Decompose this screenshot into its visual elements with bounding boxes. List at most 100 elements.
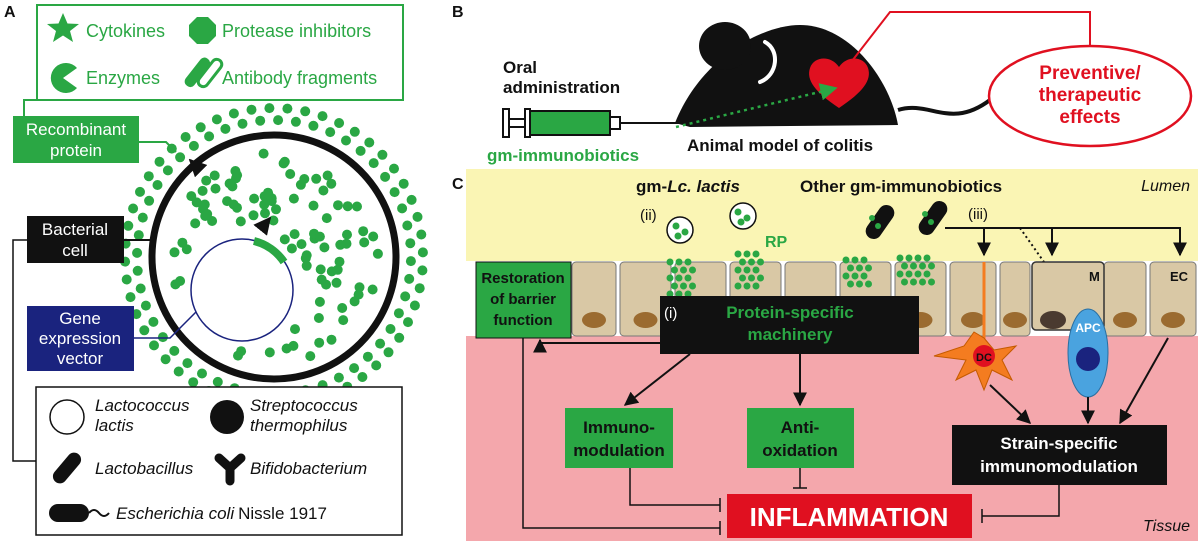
- protein-dot: [233, 350, 243, 361]
- streptococcus-line-1: Streptococcus: [250, 396, 358, 415]
- protein-dot: [149, 340, 159, 351]
- effects-line-3: effects: [1059, 107, 1120, 128]
- protein-dot: [195, 122, 206, 133]
- panel-b: B Oral administration gm-immunobiotics A…: [452, 4, 1193, 165]
- protein-dot: [325, 127, 336, 138]
- apc-label: APC: [1075, 321, 1101, 335]
- immuno-line-1: Immuno-: [583, 418, 655, 437]
- rp-dot: [842, 256, 850, 264]
- effects-connector: [844, 11, 1091, 71]
- gene-vector-box: [27, 306, 134, 371]
- protein-dot: [246, 104, 257, 115]
- rp-dot: [865, 264, 872, 272]
- protein-dot: [290, 116, 301, 127]
- protein-dot: [372, 248, 383, 259]
- rp-dot: [905, 270, 913, 278]
- protein-dot: [368, 231, 379, 242]
- rp-dot: [928, 278, 935, 286]
- protein-dot: [417, 247, 428, 258]
- protein-dot: [132, 265, 143, 276]
- rp-dot: [675, 290, 683, 298]
- rp-dot: [743, 214, 751, 222]
- protein-dot: [359, 237, 370, 248]
- gm-lc-prefix: gm-: [636, 177, 667, 196]
- epithelial-nucleus: [582, 312, 606, 328]
- rp-dot: [851, 256, 859, 264]
- protein-dot: [394, 332, 405, 343]
- protein-dot: [314, 231, 325, 242]
- protein-dot: [288, 340, 299, 351]
- panel-c: C Lumen Tissue gm-Lc. lactis (ii) RP Oth…: [452, 169, 1198, 541]
- protein-dot: [398, 178, 409, 189]
- anti-line-1: Anti-: [781, 418, 820, 437]
- rp-dot: [689, 266, 696, 274]
- apc-nucleus: [1076, 347, 1100, 371]
- protein-dot: [263, 188, 274, 199]
- streptococcus-icon: [210, 400, 244, 434]
- product-box: [36, 4, 404, 101]
- protein-dot: [128, 203, 139, 214]
- protein-dot: [162, 165, 173, 176]
- protein-dot: [301, 260, 312, 271]
- gm-lc-species: Lc. lactis: [667, 177, 740, 196]
- protein-dot: [404, 273, 415, 284]
- protein-dot: [414, 283, 425, 294]
- protein-dot: [207, 216, 218, 226]
- rp-label: RP: [765, 234, 788, 251]
- protein-dot: [121, 274, 132, 285]
- cytokine-star-icon: [47, 13, 79, 42]
- protein-dot: [123, 220, 134, 231]
- protein-dot: [299, 174, 310, 184]
- protein-dot: [326, 178, 337, 189]
- tissue-label: Tissue: [1143, 518, 1190, 535]
- protein-dot: [237, 118, 248, 129]
- recombinant-line-1: Recombinant: [26, 120, 126, 139]
- syringe-icon: [502, 108, 680, 138]
- protein-dot: [296, 239, 307, 250]
- oral-line-2: administration: [503, 78, 620, 97]
- rp-dot: [734, 250, 742, 258]
- protein-dot: [380, 171, 391, 182]
- immunomodulation-box: [565, 408, 673, 468]
- rp-dot: [842, 272, 850, 280]
- rp-dot: [680, 282, 687, 290]
- secretion-arrow-outer: [188, 158, 208, 178]
- protein-dot: [259, 199, 270, 210]
- protein-dot: [144, 195, 155, 206]
- protein-dot: [352, 201, 362, 212]
- protein-dot: [282, 103, 293, 114]
- protein-dot: [357, 372, 368, 382]
- protein-dot: [333, 200, 343, 211]
- rp-dot: [684, 258, 692, 266]
- gene-vector-line-3: vector: [57, 349, 104, 368]
- strain-specific-box: [952, 425, 1167, 485]
- bacterial-cell-line-2: cell: [62, 241, 88, 260]
- lc-lactis-cell-2: [729, 202, 757, 230]
- rp-dot: [671, 266, 678, 274]
- product-enzymes: Enzymes: [86, 68, 160, 88]
- rp-dot: [752, 250, 760, 258]
- rp-dot: [896, 254, 904, 262]
- rp-dot: [666, 274, 674, 282]
- rp-dot: [905, 254, 913, 262]
- rp-dot: [666, 290, 674, 298]
- protein-dot: [371, 360, 382, 371]
- gm-lc-lactis-label: gm-Lc. lactis: [636, 177, 740, 196]
- streptococcus-line-2: thermophilus: [250, 416, 348, 435]
- protein-dot: [375, 338, 386, 349]
- rp-dot: [752, 282, 760, 290]
- ecoli-icon: [49, 504, 110, 522]
- protein-dot: [260, 208, 270, 219]
- protein-dot: [135, 186, 145, 197]
- rp-dot: [847, 264, 854, 272]
- lactococcus-line-2: lactis: [95, 416, 134, 435]
- protein-dot: [140, 300, 151, 311]
- oral-line-1: Oral: [503, 58, 537, 77]
- restoration-line-3: function: [493, 312, 552, 329]
- rp-dot-group: [666, 208, 935, 298]
- inflammation-box: [727, 494, 972, 538]
- product-protease-inhibitors: Protease inhibitors: [222, 21, 371, 41]
- protein-dot: [224, 178, 235, 189]
- protein-dot: [169, 345, 180, 356]
